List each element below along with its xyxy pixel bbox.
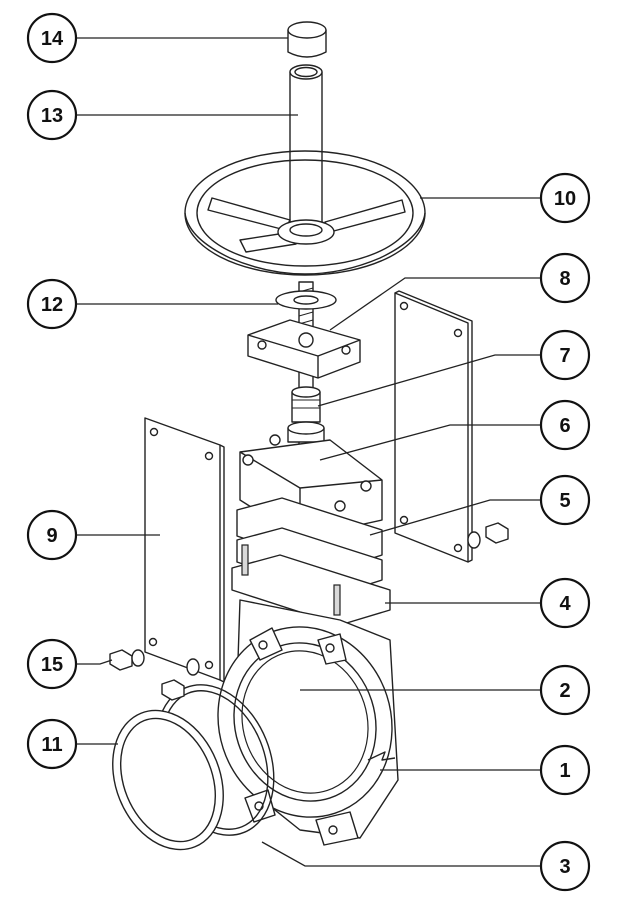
leader-8 <box>329 277 540 331</box>
callout-12-label: 12 <box>41 294 63 316</box>
part-stem-nut <box>291 386 321 423</box>
part-seal-ring-outer <box>112 709 224 851</box>
callout-11: 11 <box>26 718 78 770</box>
callout-7: 7 <box>539 329 591 381</box>
part-valve-body <box>217 599 399 846</box>
callout-11-label: 11 <box>41 734 62 756</box>
leader-6 <box>319 424 540 461</box>
callout-6-label: 6 <box>559 415 570 437</box>
callout-13-label: 13 <box>41 105 63 127</box>
leader-7 <box>317 354 540 407</box>
part-yoke <box>247 319 361 379</box>
callout-14-label: 14 <box>41 28 64 50</box>
leader-3 <box>261 841 540 867</box>
part-collar <box>287 421 325 443</box>
part-cap <box>287 21 327 58</box>
callout-3: 3 <box>539 840 591 892</box>
callout-9: 9 <box>26 509 78 561</box>
leader-lines <box>72 37 540 867</box>
callout-10: 10 <box>539 172 591 224</box>
callout-13: 13 <box>26 89 78 141</box>
callout-14: 14 <box>26 12 78 64</box>
callout-10-label: 10 <box>554 188 576 210</box>
part-bolt-right <box>467 522 509 549</box>
callout-1-label: 1 <box>559 760 570 782</box>
callout-4-label: 4 <box>559 593 571 615</box>
callout-15-label: 15 <box>41 654 63 676</box>
callout-5-label: 5 <box>559 490 570 512</box>
callout-4: 4 <box>539 577 591 629</box>
leader-15 <box>72 659 113 665</box>
callout-7-label: 7 <box>559 345 570 367</box>
part-packing-stack <box>231 497 391 626</box>
part-bolt-left <box>109 649 200 701</box>
callout-3-label: 3 <box>559 856 570 878</box>
callout-9-label: 9 <box>46 525 57 547</box>
callout-8-label: 8 <box>559 268 570 290</box>
leader-5 <box>369 499 540 536</box>
part-gate-plate-right <box>394 290 473 563</box>
callout-2-label: 2 <box>559 680 570 702</box>
callout-1: 1 <box>539 744 591 796</box>
part-washer <box>275 290 337 310</box>
part-handwheel <box>184 150 426 276</box>
callout-8: 8 <box>539 252 591 304</box>
callout-15: 15 <box>26 638 78 690</box>
part-gate-plate-left <box>144 417 225 683</box>
part-stem-tube <box>289 64 323 236</box>
callout-6: 6 <box>539 399 591 451</box>
callout-5: 5 <box>539 474 591 526</box>
callout-12: 12 <box>26 278 78 330</box>
callout-2: 2 <box>539 664 591 716</box>
